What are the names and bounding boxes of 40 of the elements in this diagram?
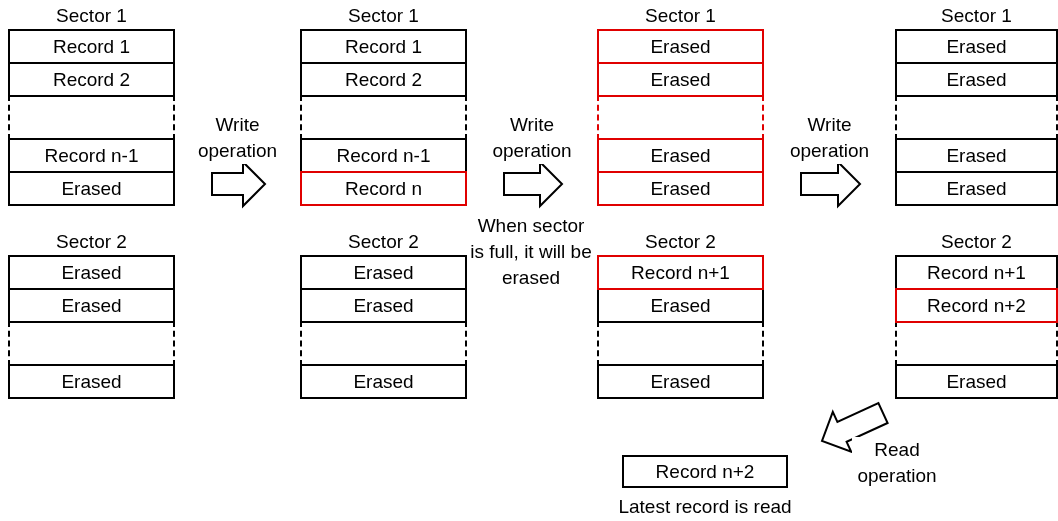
record-slot: Record 2 bbox=[8, 62, 175, 97]
record-slot: Erased bbox=[8, 255, 175, 290]
record-slot: Erased bbox=[597, 171, 764, 206]
record-slot: Record n+2 bbox=[895, 288, 1058, 323]
record-box: Record n+2 bbox=[622, 455, 788, 488]
block-arrow bbox=[820, 401, 889, 454]
sector-heading: Sector 2 bbox=[645, 231, 716, 253]
record-slot: Erased bbox=[300, 364, 467, 399]
record-slot: Erased bbox=[300, 288, 467, 323]
record-slot: Record 1 bbox=[8, 29, 175, 64]
sector-heading: Sector 1 bbox=[645, 5, 716, 27]
record-slot: Erased bbox=[597, 29, 764, 64]
record-slot: Erased bbox=[597, 138, 764, 173]
note-text: When sector is full, it will be erased bbox=[469, 214, 593, 290]
record-slot: Record 1 bbox=[300, 29, 467, 64]
record-slot: Record n-1 bbox=[8, 138, 175, 173]
result-caption: Latest record is read bbox=[618, 496, 792, 518]
record-slot: Erased bbox=[597, 62, 764, 97]
sector-heading: Sector 1 bbox=[941, 5, 1012, 27]
sector-heading: Sector 2 bbox=[56, 231, 127, 253]
record-slot: Erased bbox=[895, 138, 1058, 173]
record-slot: Erased bbox=[8, 288, 175, 323]
record-slot: Record 2 bbox=[300, 62, 467, 97]
record-slot: Erased bbox=[8, 171, 175, 206]
record-slot: Erased bbox=[895, 364, 1058, 399]
record-slot: Erased bbox=[597, 364, 764, 399]
record-slot: Record n+1 bbox=[895, 255, 1058, 290]
sector-heading: Sector 2 bbox=[348, 231, 419, 253]
record-slot: Erased bbox=[895, 171, 1058, 206]
record-slot: Erased bbox=[597, 288, 764, 323]
record-slot: Erased bbox=[8, 364, 175, 399]
sector-heading: Sector 2 bbox=[941, 231, 1012, 253]
record-slot: Erased bbox=[895, 62, 1058, 97]
sector-heading: Sector 1 bbox=[56, 5, 127, 27]
record-slot: Erased bbox=[895, 29, 1058, 64]
sector-heading: Sector 1 bbox=[348, 5, 419, 27]
record-slot: Erased bbox=[300, 255, 467, 290]
record-slot: Record n-1 bbox=[300, 138, 467, 173]
record-slot: Record n+1 bbox=[597, 255, 764, 290]
record-slot: Record n bbox=[300, 171, 467, 206]
